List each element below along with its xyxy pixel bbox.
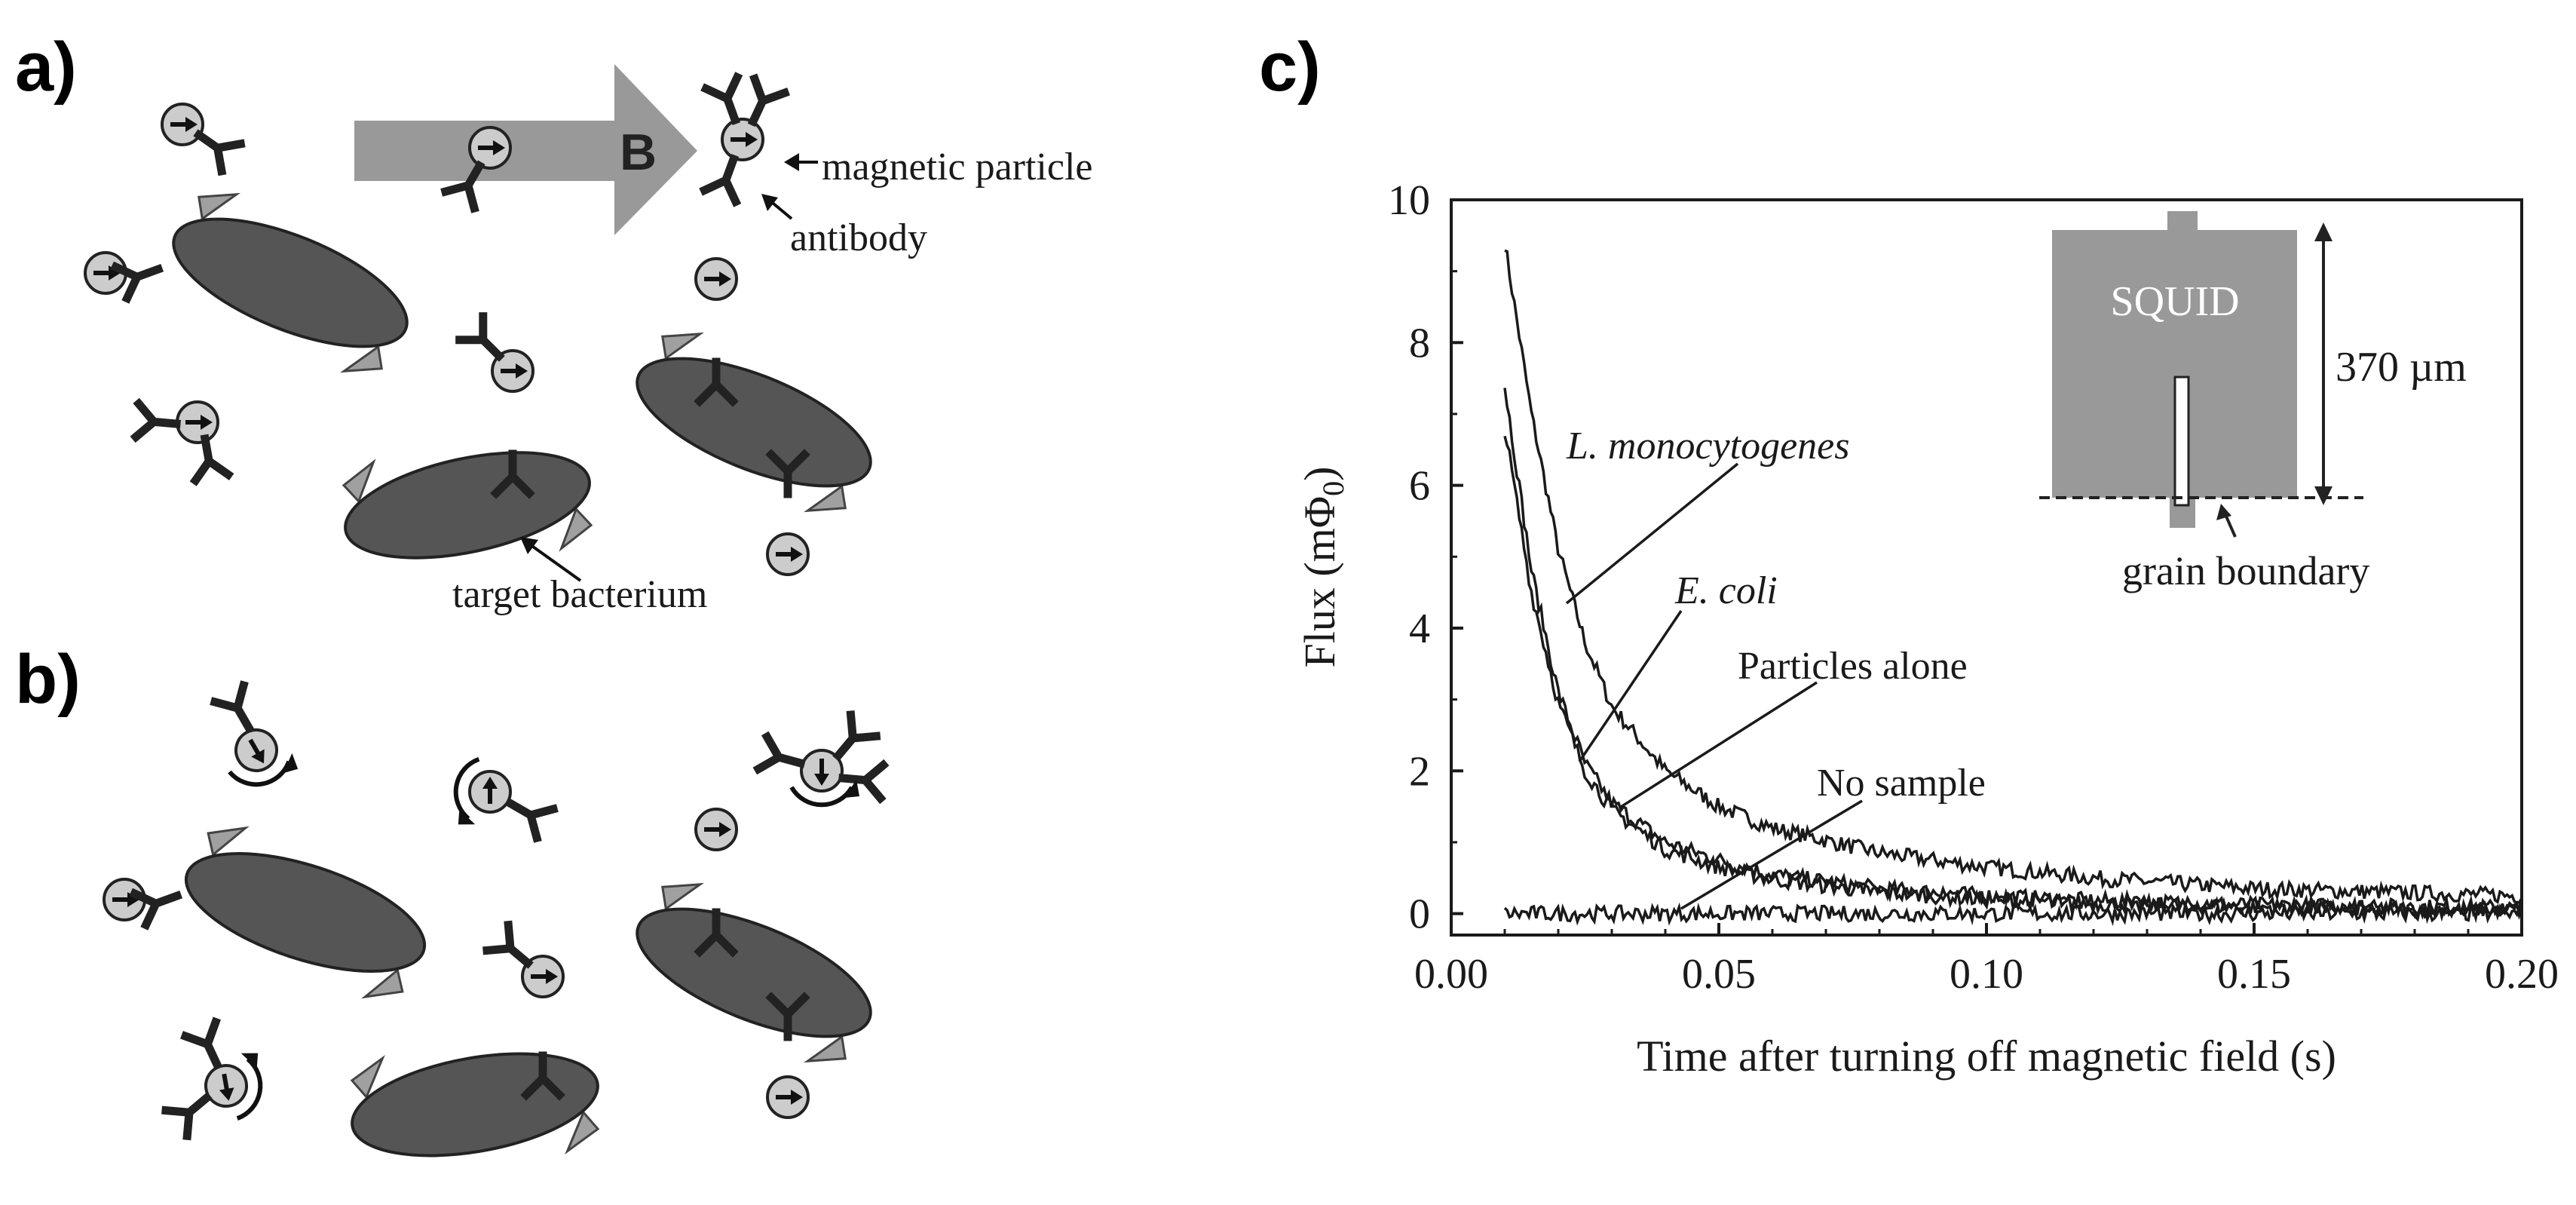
y-axis-ticks: 0 2 4 6 8 10 <box>1388 177 1463 938</box>
annotation-leaders <box>1565 462 1863 910</box>
series-lines <box>1503 249 2523 927</box>
y-tick-label: 2 <box>1409 748 1430 795</box>
bound-particle <box>104 879 183 924</box>
annotation-particles-alone: Particles alone <box>1738 645 1968 688</box>
leader-no-sample <box>1680 799 1863 910</box>
free-particle <box>136 402 228 480</box>
rotating-particle <box>450 756 553 838</box>
annotation-e-coli: E. coli <box>1674 569 1778 612</box>
annotation-l-monocytogenes: L. monocytogenes <box>1566 425 1849 468</box>
y-tick-label: 8 <box>1409 320 1430 366</box>
bacterium <box>166 814 445 1011</box>
y-axis-label: Flux (mΦ0) <box>1295 466 1350 667</box>
panel-c-letter: c) <box>1259 29 1321 106</box>
leader-e-coli <box>1578 610 1683 762</box>
rotating-particle <box>215 685 299 790</box>
bacterium <box>614 317 894 528</box>
panel-a: a) B magnetic particle antibody <box>15 29 1092 616</box>
series-particles-alone-line <box>1503 435 2523 922</box>
panel-b: b) <box>15 641 894 1189</box>
y-tick-label: 4 <box>1409 606 1430 652</box>
bacterium <box>150 177 430 388</box>
leader-particles-alone <box>1620 681 1818 808</box>
y-tick-label: 6 <box>1409 463 1430 510</box>
field-label-b: B <box>620 124 657 181</box>
antibody-label: antibody <box>790 216 927 259</box>
annotation-no-sample: No sample <box>1817 762 1986 805</box>
x-axis-label: Time after turning off magnetic field (s… <box>1637 1032 2336 1081</box>
magnetic-particle-label: magnetic particle <box>822 146 1092 189</box>
x-axis-ticks: 0.00 0.05 0.10 0.15 0.20 <box>1414 923 2559 998</box>
bacterium <box>614 867 894 1078</box>
target-bacterium-label: target bacterium <box>452 573 707 616</box>
panel-b-letter: b) <box>15 641 81 718</box>
series-no-sample-line <box>1503 901 2523 927</box>
free-particle <box>162 104 240 171</box>
bound-particle <box>85 253 164 298</box>
magnetic-field-arrow: B <box>354 64 697 235</box>
bacterium <box>340 1020 610 1189</box>
leader-l-monocytogenes <box>1565 462 1739 605</box>
labelled-particle <box>705 78 785 202</box>
squid-label: SQUID <box>2110 278 2239 325</box>
x-tick-label: 0.15 <box>2217 951 2291 998</box>
height-label: 370 µm <box>2336 344 2467 391</box>
panel-c: c) 0.00 0.05 0.10 0.15 0.20 0 2 4 6 8 10 Time aft… <box>1259 29 2559 1081</box>
squid-inset: SQUID 370 µm grain boundary <box>2039 211 2467 593</box>
series-l-monocytogenes-line <box>1504 249 2523 905</box>
rotating-particle <box>166 1023 266 1136</box>
x-tick-label: 0.05 <box>1682 951 1756 998</box>
grain-boundary-label: grain boundary <box>2122 548 2369 593</box>
x-tick-label: 0.20 <box>2485 951 2559 998</box>
rotating-particle <box>758 715 884 805</box>
panel-a-letter: a) <box>15 29 77 106</box>
x-tick-label: 0.00 <box>1414 951 1488 998</box>
y-tick-label: 10 <box>1388 177 1430 224</box>
y-tick-label: 0 <box>1409 891 1430 938</box>
x-tick-label: 0.10 <box>1950 951 2023 998</box>
